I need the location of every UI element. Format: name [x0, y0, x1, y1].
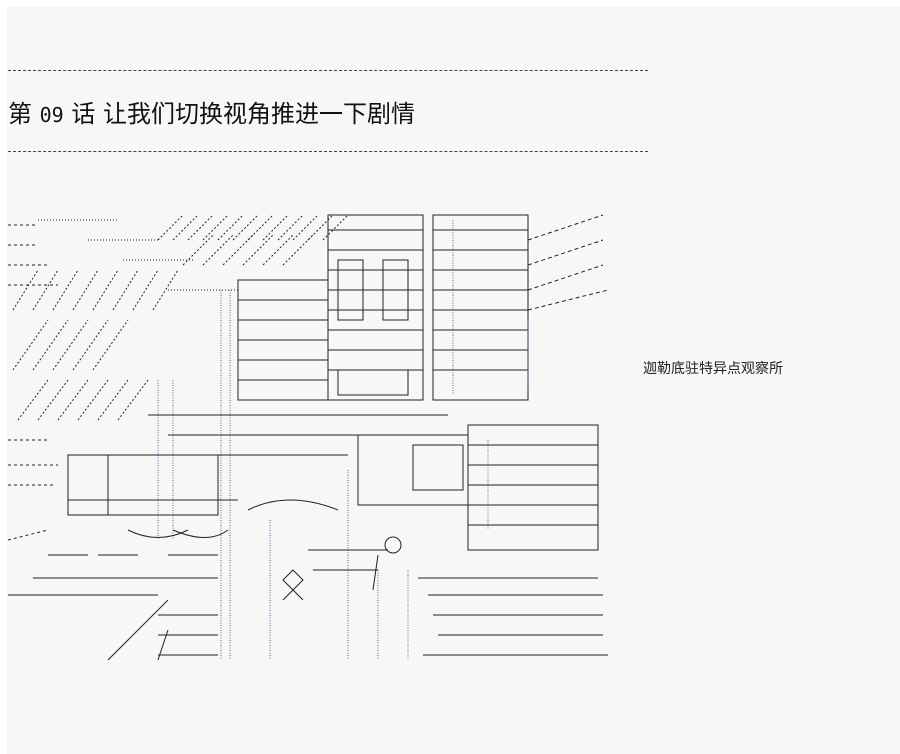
title-divider: [8, 151, 648, 152]
chapter-number: 09: [39, 103, 64, 127]
ascii-art-illustration: [8, 214, 608, 661]
chapter-prefix: 第: [8, 100, 32, 128]
location-caption: 迦勒底驻特异点观察所: [643, 361, 783, 377]
chapter-suffix: 话 让我们切换视角推进一下剧情: [71, 100, 416, 128]
chapter-title: 第 09 话 让我们切换视角推进一下剧情: [8, 94, 415, 129]
top-divider: [8, 70, 648, 71]
